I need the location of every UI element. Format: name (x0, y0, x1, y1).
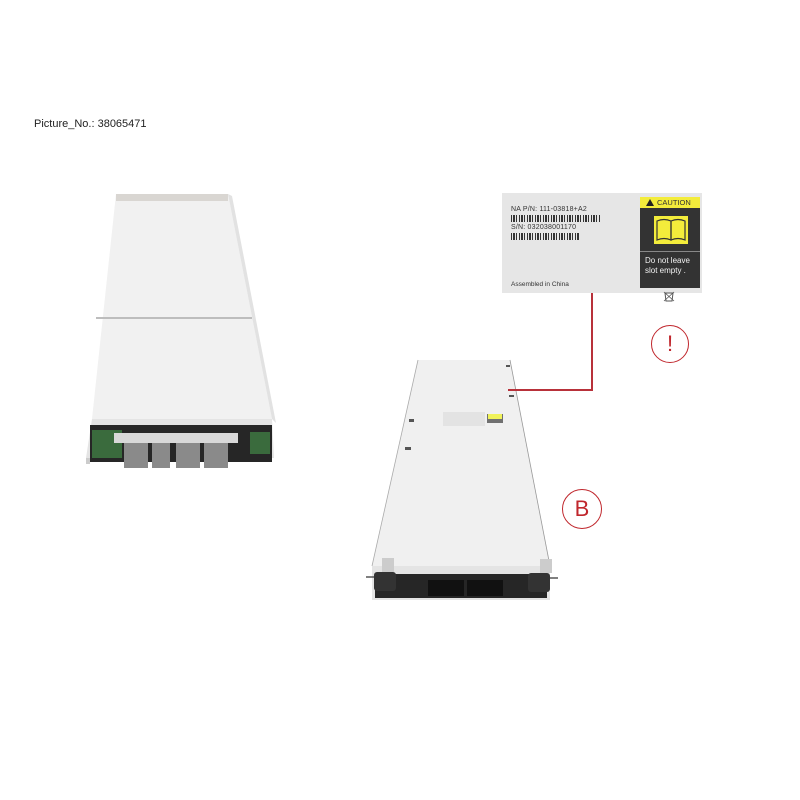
caution-header: CAUTION (640, 197, 700, 208)
exclamation-callout-icon: ! (651, 325, 689, 363)
callout-line-vertical (591, 293, 593, 390)
recycle-bin-icon (663, 291, 675, 302)
caution-text: Do not leave slot empty . (645, 256, 690, 275)
serial-number: S/N: 032038001170 (511, 224, 577, 231)
part-number: NA P/N: 111-03818+A2 (511, 206, 587, 213)
assembled-text: Assembled in China (511, 281, 569, 288)
picture-number-caption: Picture_No.: 38065471 (34, 118, 147, 130)
caution-title: CAUTION (657, 198, 691, 207)
serial-number-barcode (511, 233, 579, 240)
manual-book-icon (654, 216, 688, 244)
callout-line-horizontal (508, 389, 593, 391)
warning-triangle-icon (646, 199, 654, 206)
part-number-barcode (511, 215, 601, 222)
view-b-callout: B (562, 489, 602, 529)
caution-divider (640, 251, 700, 252)
